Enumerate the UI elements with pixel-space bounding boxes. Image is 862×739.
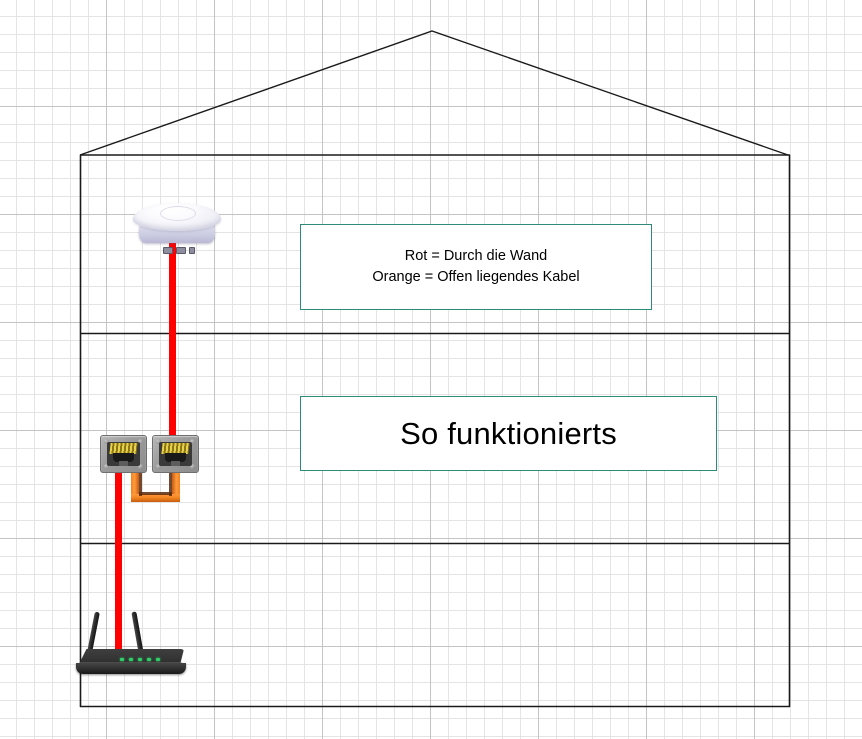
title-text: So funktionierts [400, 415, 617, 451]
access-point-port [189, 246, 195, 254]
router-led [129, 658, 133, 661]
router-top-surface [78, 649, 184, 666]
router-led [138, 658, 142, 661]
access-point-ports [163, 246, 205, 254]
wall-jack-left-icon [100, 435, 147, 473]
legend-box: Rot = Durch die Wand Orange = Offen lieg… [300, 224, 652, 310]
access-point-ring [160, 206, 196, 221]
router-front-panel [76, 663, 186, 674]
rj45-tab [119, 461, 128, 466]
access-point-port [163, 246, 173, 254]
wall-jack-screw [156, 464, 161, 469]
access-point-dome [133, 203, 221, 231]
wall-jack-screw [104, 439, 109, 444]
wall-jack-screw [138, 439, 143, 444]
orange-cable-right-leg [172, 468, 180, 502]
orange-cable-left-leg [131, 468, 139, 502]
legend-line-orange: Orange = Offen liegendes Kabel [372, 269, 580, 285]
legend-text: Rot = Durch die Wand Orange = Offen lieg… [372, 246, 579, 288]
router-led [120, 658, 124, 661]
wall-jack-screw [104, 464, 109, 469]
rj45-mouth [113, 453, 134, 462]
rj45-port [107, 442, 140, 466]
rj45-port [159, 442, 192, 466]
access-point-icon [133, 203, 221, 254]
wall-jack-right-icon [152, 435, 199, 473]
wall-jack-screw [190, 464, 195, 469]
orange-cable-shadow-bottom [139, 492, 172, 495]
orange-cable-shadow-left [139, 470, 142, 496]
access-point-port [176, 246, 186, 254]
roof-line [79, 30, 789, 156]
red-cable-accesspoint-to-jack [169, 236, 176, 440]
router-led [147, 658, 151, 661]
title-box: So funktionierts [300, 396, 717, 471]
orange-cable-bottom-bend [131, 494, 180, 502]
wall-jack-screw [138, 464, 143, 469]
rj45-tab [171, 461, 180, 466]
wall-jack-screw [190, 439, 195, 444]
orange-cable-shadow-right [169, 470, 172, 496]
wall-jack-screw [156, 439, 161, 444]
router-icon [72, 611, 190, 674]
rj45-mouth [165, 453, 186, 462]
router-led [156, 658, 160, 661]
router-led-strip [120, 658, 160, 661]
red-cable-jack-to-router [115, 452, 122, 668]
legend-line-red: Rot = Durch die Wand [404, 247, 548, 264]
